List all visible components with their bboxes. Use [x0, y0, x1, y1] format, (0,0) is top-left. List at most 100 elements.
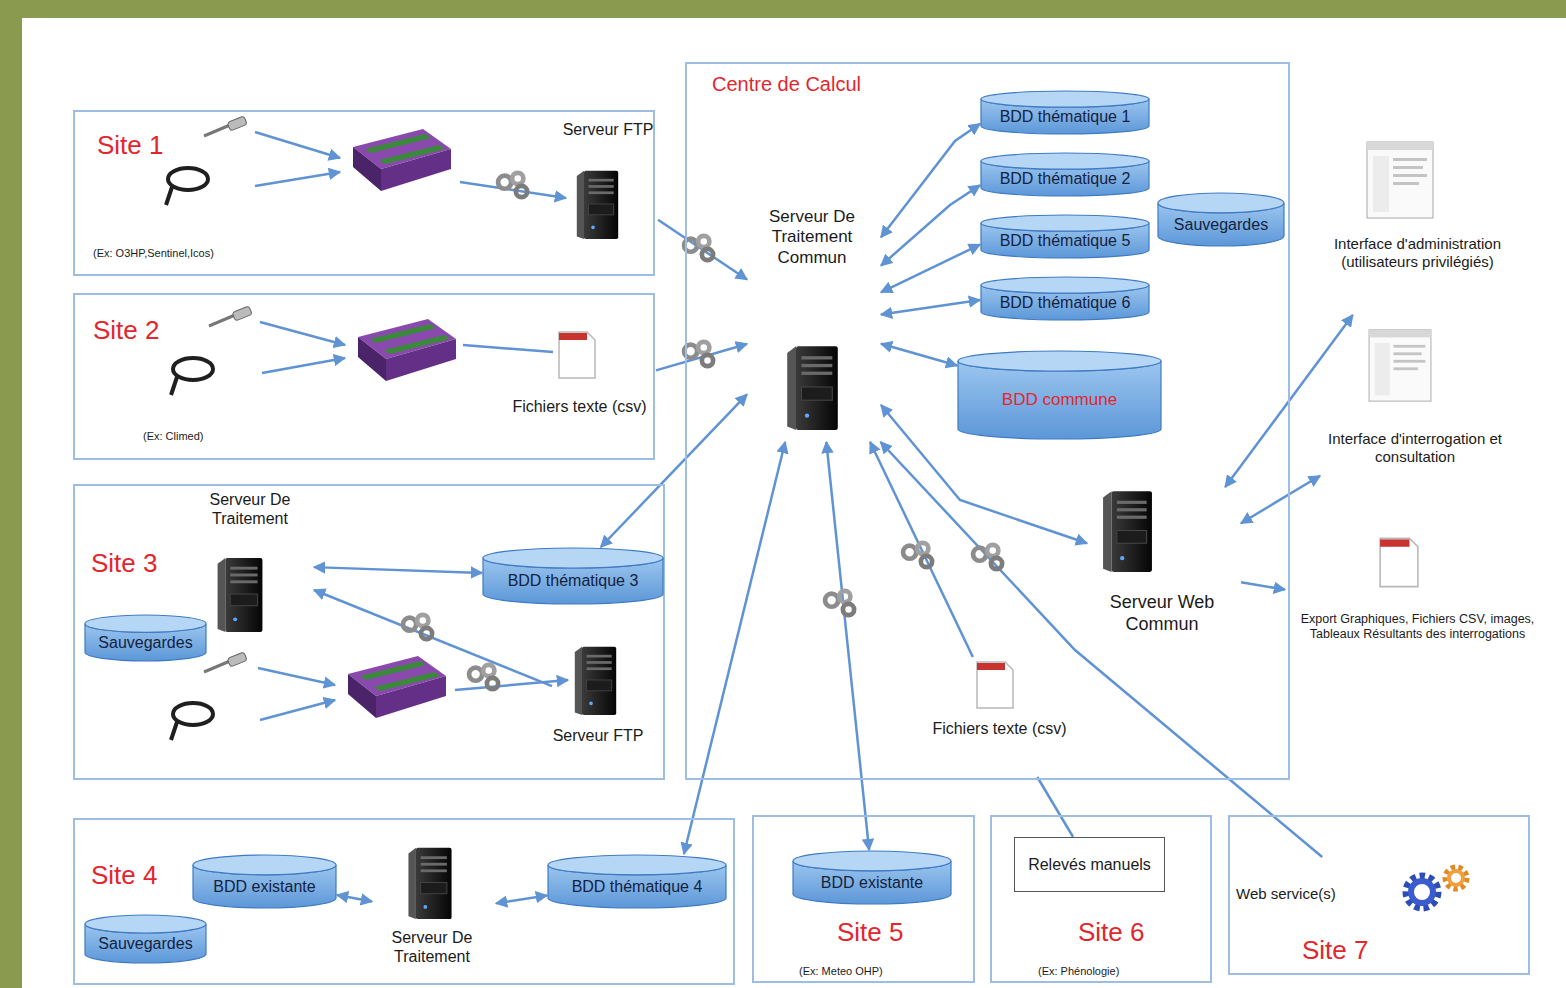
database-cylinder: BDD thématique 5 — [980, 214, 1150, 259]
sensor-cable — [171, 358, 213, 395]
file-node: Fichiers texte (csv) — [927, 657, 1076, 777]
site-heading: Site 4 — [91, 860, 158, 891]
connector-arrow — [1037, 777, 1073, 837]
gears-icon — [903, 543, 932, 567]
site-heading: Site 3 — [91, 548, 158, 579]
data-logger — [358, 319, 456, 381]
database-cylinder: Sauvegardes — [84, 914, 207, 964]
server-node: Serveur De Traitement — [190, 490, 314, 640]
cylinder-top — [981, 277, 1149, 293]
database-cylinder: BDD thématique 4 — [547, 854, 727, 909]
node-label: Interface d'interrogation et consultatio… — [1320, 430, 1510, 466]
database-label: BDD thématique 6 — [994, 293, 1137, 312]
file-icon — [977, 662, 1013, 708]
site-box: Site 3 Serveur De TraitementSauvegardes BD… — [73, 484, 665, 780]
connector-arrow — [881, 124, 980, 238]
sensor-probe — [204, 652, 247, 672]
site-example: (Ex: Phénologie) — [1038, 965, 1119, 978]
cylinder-top — [981, 91, 1149, 107]
file-icon — [559, 332, 595, 378]
server-icon — [408, 848, 451, 919]
database-cylinder: BDD existante — [792, 850, 952, 905]
node-label: Interface d'administration (utilisateurs… — [1300, 235, 1535, 271]
node-label: Fichiers texte (csv) — [507, 397, 652, 416]
database-label: BDD thématique 2 — [994, 169, 1137, 188]
database-cylinder: BDD commune — [957, 350, 1162, 440]
connector-arrow — [1241, 582, 1285, 589]
database-cylinder: BDD thématique 3 — [482, 547, 664, 605]
site-heading: Site 7 — [1302, 935, 1369, 966]
database-label: Sauvegardes — [1168, 215, 1274, 234]
wire — [262, 358, 345, 373]
window-icon — [1369, 330, 1431, 401]
site-box: Site 6(Ex: Phénologie)Relevés manuels — [990, 815, 1212, 983]
node-label: Export Graphiques, Fichiers CSV, images,… — [1285, 612, 1550, 642]
database-label: BDD thématique 1 — [994, 107, 1137, 126]
server-node: Serveur Web Commun — [1087, 487, 1241, 652]
cylinder-top — [981, 215, 1149, 231]
gears-icon — [684, 342, 713, 366]
site-heading: Site 5 — [837, 917, 904, 948]
database-cylinder: BDD existante — [192, 854, 337, 909]
server-node: Serveur De Traitement — [372, 842, 496, 984]
database-label: BDD existante — [207, 877, 321, 896]
connector-arrow — [881, 185, 980, 265]
interface-node: Interface d'administration (utilisateurs… — [1300, 135, 1539, 315]
cylinder-top — [981, 153, 1149, 169]
sensor-probe — [204, 116, 247, 136]
gears-icon — [973, 545, 1002, 569]
server-icon — [787, 346, 838, 430]
connector-arrow — [1241, 476, 1320, 523]
wire — [255, 172, 340, 186]
database-cylinder: Sauvegardes — [84, 614, 207, 662]
sensor-probe — [209, 306, 252, 326]
node-label: Fichiers texte (csv) — [927, 719, 1072, 738]
database-cylinder: BDD thématique 1 — [980, 90, 1150, 135]
site-example: (Ex: Climed) — [143, 430, 204, 443]
database-cylinder: Sauvegardes — [1157, 192, 1285, 247]
server-icon — [218, 558, 263, 632]
wire — [463, 345, 553, 352]
database-label: Sauvegardes — [92, 934, 198, 953]
wire — [260, 322, 345, 345]
cylinder-top — [85, 615, 206, 632]
cylinder-body — [958, 361, 1161, 439]
server-node: Serveur FTP — [562, 120, 658, 255]
site-heading: Site 6 — [1078, 917, 1145, 948]
sensor-cable — [171, 703, 213, 740]
database-label: BDD existante — [815, 873, 929, 892]
sensor-cable — [166, 168, 208, 205]
connector-arrow — [337, 895, 372, 902]
site-heading: Centre de Calcul — [712, 72, 861, 96]
database-label: Sauvegardes — [92, 633, 198, 652]
server-icon — [1103, 491, 1152, 572]
gears-icon — [825, 591, 854, 615]
node-label: Serveur FTP — [552, 726, 644, 745]
connector-arrow — [496, 895, 547, 903]
connector-arrow — [826, 442, 869, 850]
wire — [258, 668, 335, 685]
cylinder-top — [958, 351, 1161, 371]
connector-arrow — [314, 567, 482, 573]
window-icon — [1367, 142, 1433, 218]
site-heading: Site 1 — [97, 130, 164, 161]
connector-arrow — [881, 300, 980, 315]
connector-arrow — [601, 394, 747, 547]
cylinder-top — [793, 851, 951, 871]
database-label: BDD thématique 4 — [566, 877, 709, 896]
file-icon — [1380, 538, 1418, 586]
export-node: Export Graphiques, Fichiers CSV, images,… — [1285, 532, 1554, 692]
gears-icon — [403, 615, 432, 639]
database-label: BDD thématique 5 — [994, 231, 1137, 250]
connector-arrow — [881, 344, 957, 366]
wire — [255, 132, 340, 158]
gears-icon — [498, 173, 527, 197]
region-box: Centre de CalculServeur De Traitement Co… — [685, 62, 1290, 780]
database-label: BDD commune — [996, 390, 1123, 410]
site-box: Site 1(Ex: O3HP,Sentinel,Icos)Serveur FT… — [73, 110, 655, 276]
node-label: Serveur FTP — [562, 120, 654, 139]
node-label: Serveur De Traitement — [372, 928, 492, 966]
gears-icon — [469, 665, 498, 689]
wire — [260, 700, 335, 720]
